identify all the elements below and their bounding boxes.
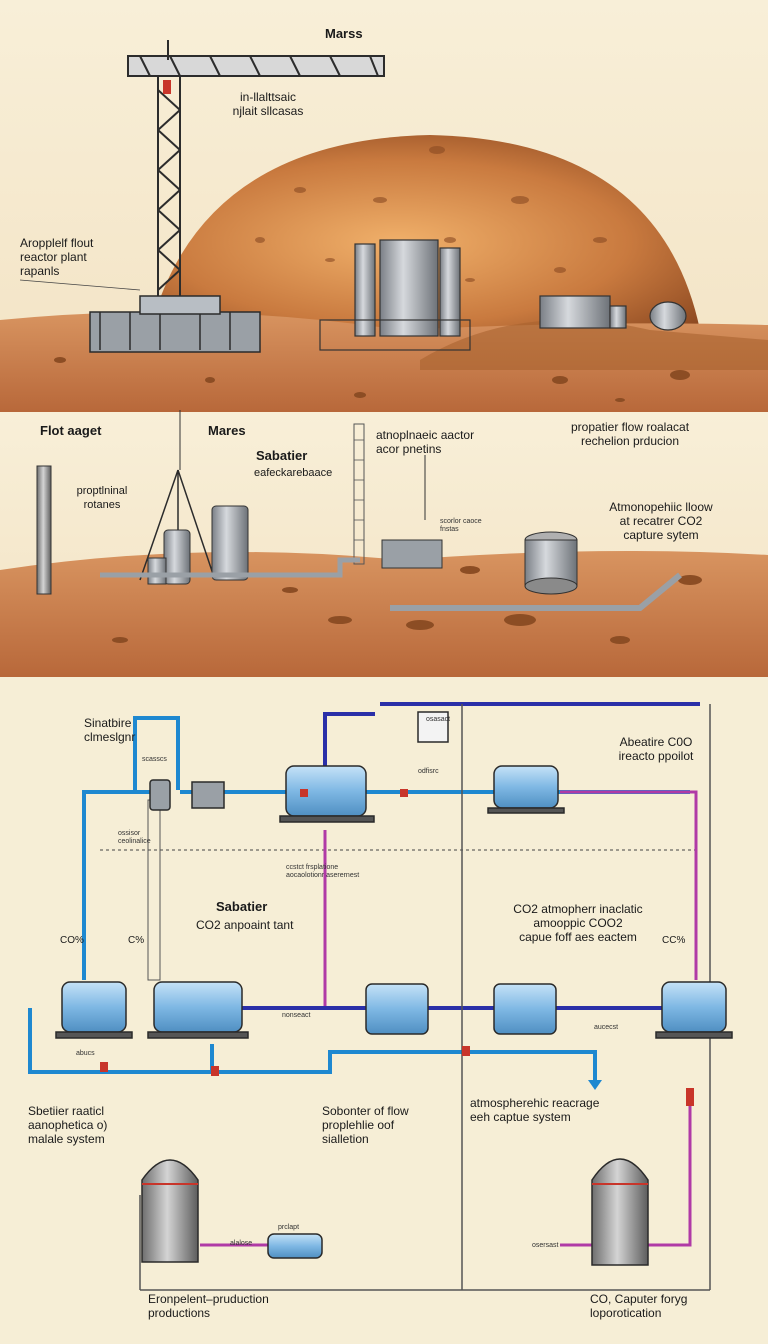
schematic-sabatier-title: Sabatier	[216, 899, 268, 914]
small-valve-2: osasact	[426, 716, 451, 723]
sabatier-sub: eafeckarebaace	[254, 467, 333, 479]
platform-left	[89, 295, 261, 353]
ground-rocks-mid	[112, 566, 702, 644]
small-label-c: ccstct frsplatione aocaolotionr asererne…	[286, 864, 360, 879]
bottom-right-label: CO, Caputer foryg loporotication	[590, 1292, 688, 1320]
exhaust-stack	[36, 465, 52, 595]
sabatier-label: Sabatier	[256, 448, 308, 463]
rotaries-label: proptlninal rotanes	[76, 485, 128, 511]
co2-atmo-label: CO2 atmopherr inaclatic amooppic COO2 ca…	[513, 902, 643, 944]
bottom-left-label: Eronpelent–pruduction productions	[148, 1292, 269, 1320]
co2-left-label: CO%	[60, 935, 84, 946]
flow-label: Sobonter of flow proplehlie oof sialleti…	[322, 1104, 409, 1146]
small-label-e: abucs	[76, 1050, 95, 1057]
small-label-h: prclapt	[278, 1224, 300, 1231]
ground-rocks-top	[54, 357, 690, 402]
schematic-middle-tanks	[55, 981, 733, 1039]
schematic-top-left-label: Sinatbire clmeslgnr	[84, 716, 136, 744]
tanks-top	[319, 239, 687, 351]
planet-craters	[255, 146, 607, 282]
navy-pipes	[240, 702, 700, 1010]
storage-tank-mid	[211, 505, 249, 581]
top-title: Marss	[325, 26, 363, 41]
reactor-small-label: scorlor caoce fnstas	[440, 518, 482, 533]
left-plant-label: Aropplelf flout reactor plant rapanls	[20, 236, 94, 278]
co2-right-label: CC%	[662, 935, 686, 946]
red-valves	[100, 789, 694, 1106]
small-label-b: ossisor ceolinalice	[118, 830, 151, 845]
capture-label: Atmonopehiic lloow at recatrer CO2 captu…	[609, 500, 713, 542]
atmo-recharge-label: atmospherehic reacrage eeh captue system	[470, 1096, 600, 1124]
crane-tower	[127, 40, 385, 300]
propellant-label: propatier flow roalacat rechelion prduci…	[570, 420, 690, 448]
small-valve-1: scasscs	[142, 756, 167, 763]
left-system-label: Sbetiier raaticl aanophetica o) malale s…	[28, 1104, 108, 1146]
reactor-vessel-mid	[163, 529, 191, 585]
ladder-mid	[353, 423, 365, 565]
small-label-f: aucecst	[594, 1024, 619, 1031]
mars-planet	[150, 135, 700, 330]
schematic	[0, 677, 768, 1344]
crane-label: in-llalttsaic njlait sllcasas	[232, 90, 304, 118]
middle-scene	[0, 410, 768, 677]
reactor-label: atnoplnaeic aactor acor pnetins	[376, 428, 475, 456]
small-label-d: nonseact	[282, 1012, 311, 1019]
co2-mid-label: C%	[128, 935, 145, 946]
mid-left-title: Flot aaget	[40, 423, 102, 438]
small-label-g: osersast	[532, 1242, 559, 1249]
schematic-top-right-label: Abeatire C0O ireacto ppoilot	[618, 735, 694, 763]
small-label-a: odfisrc	[418, 768, 439, 775]
mars-ground-mid	[0, 551, 768, 677]
crane-beacon	[163, 80, 171, 94]
top-scene	[0, 0, 768, 412]
schematic-top-tanks	[149, 711, 565, 823]
schematic-silos	[141, 1158, 649, 1266]
small-label-i: alalose	[230, 1240, 253, 1247]
co2-plant-label: CO2 anpoaint tant	[196, 918, 294, 932]
reactor-skid-mid	[381, 539, 443, 569]
mid-center-title: Mares	[208, 423, 246, 438]
